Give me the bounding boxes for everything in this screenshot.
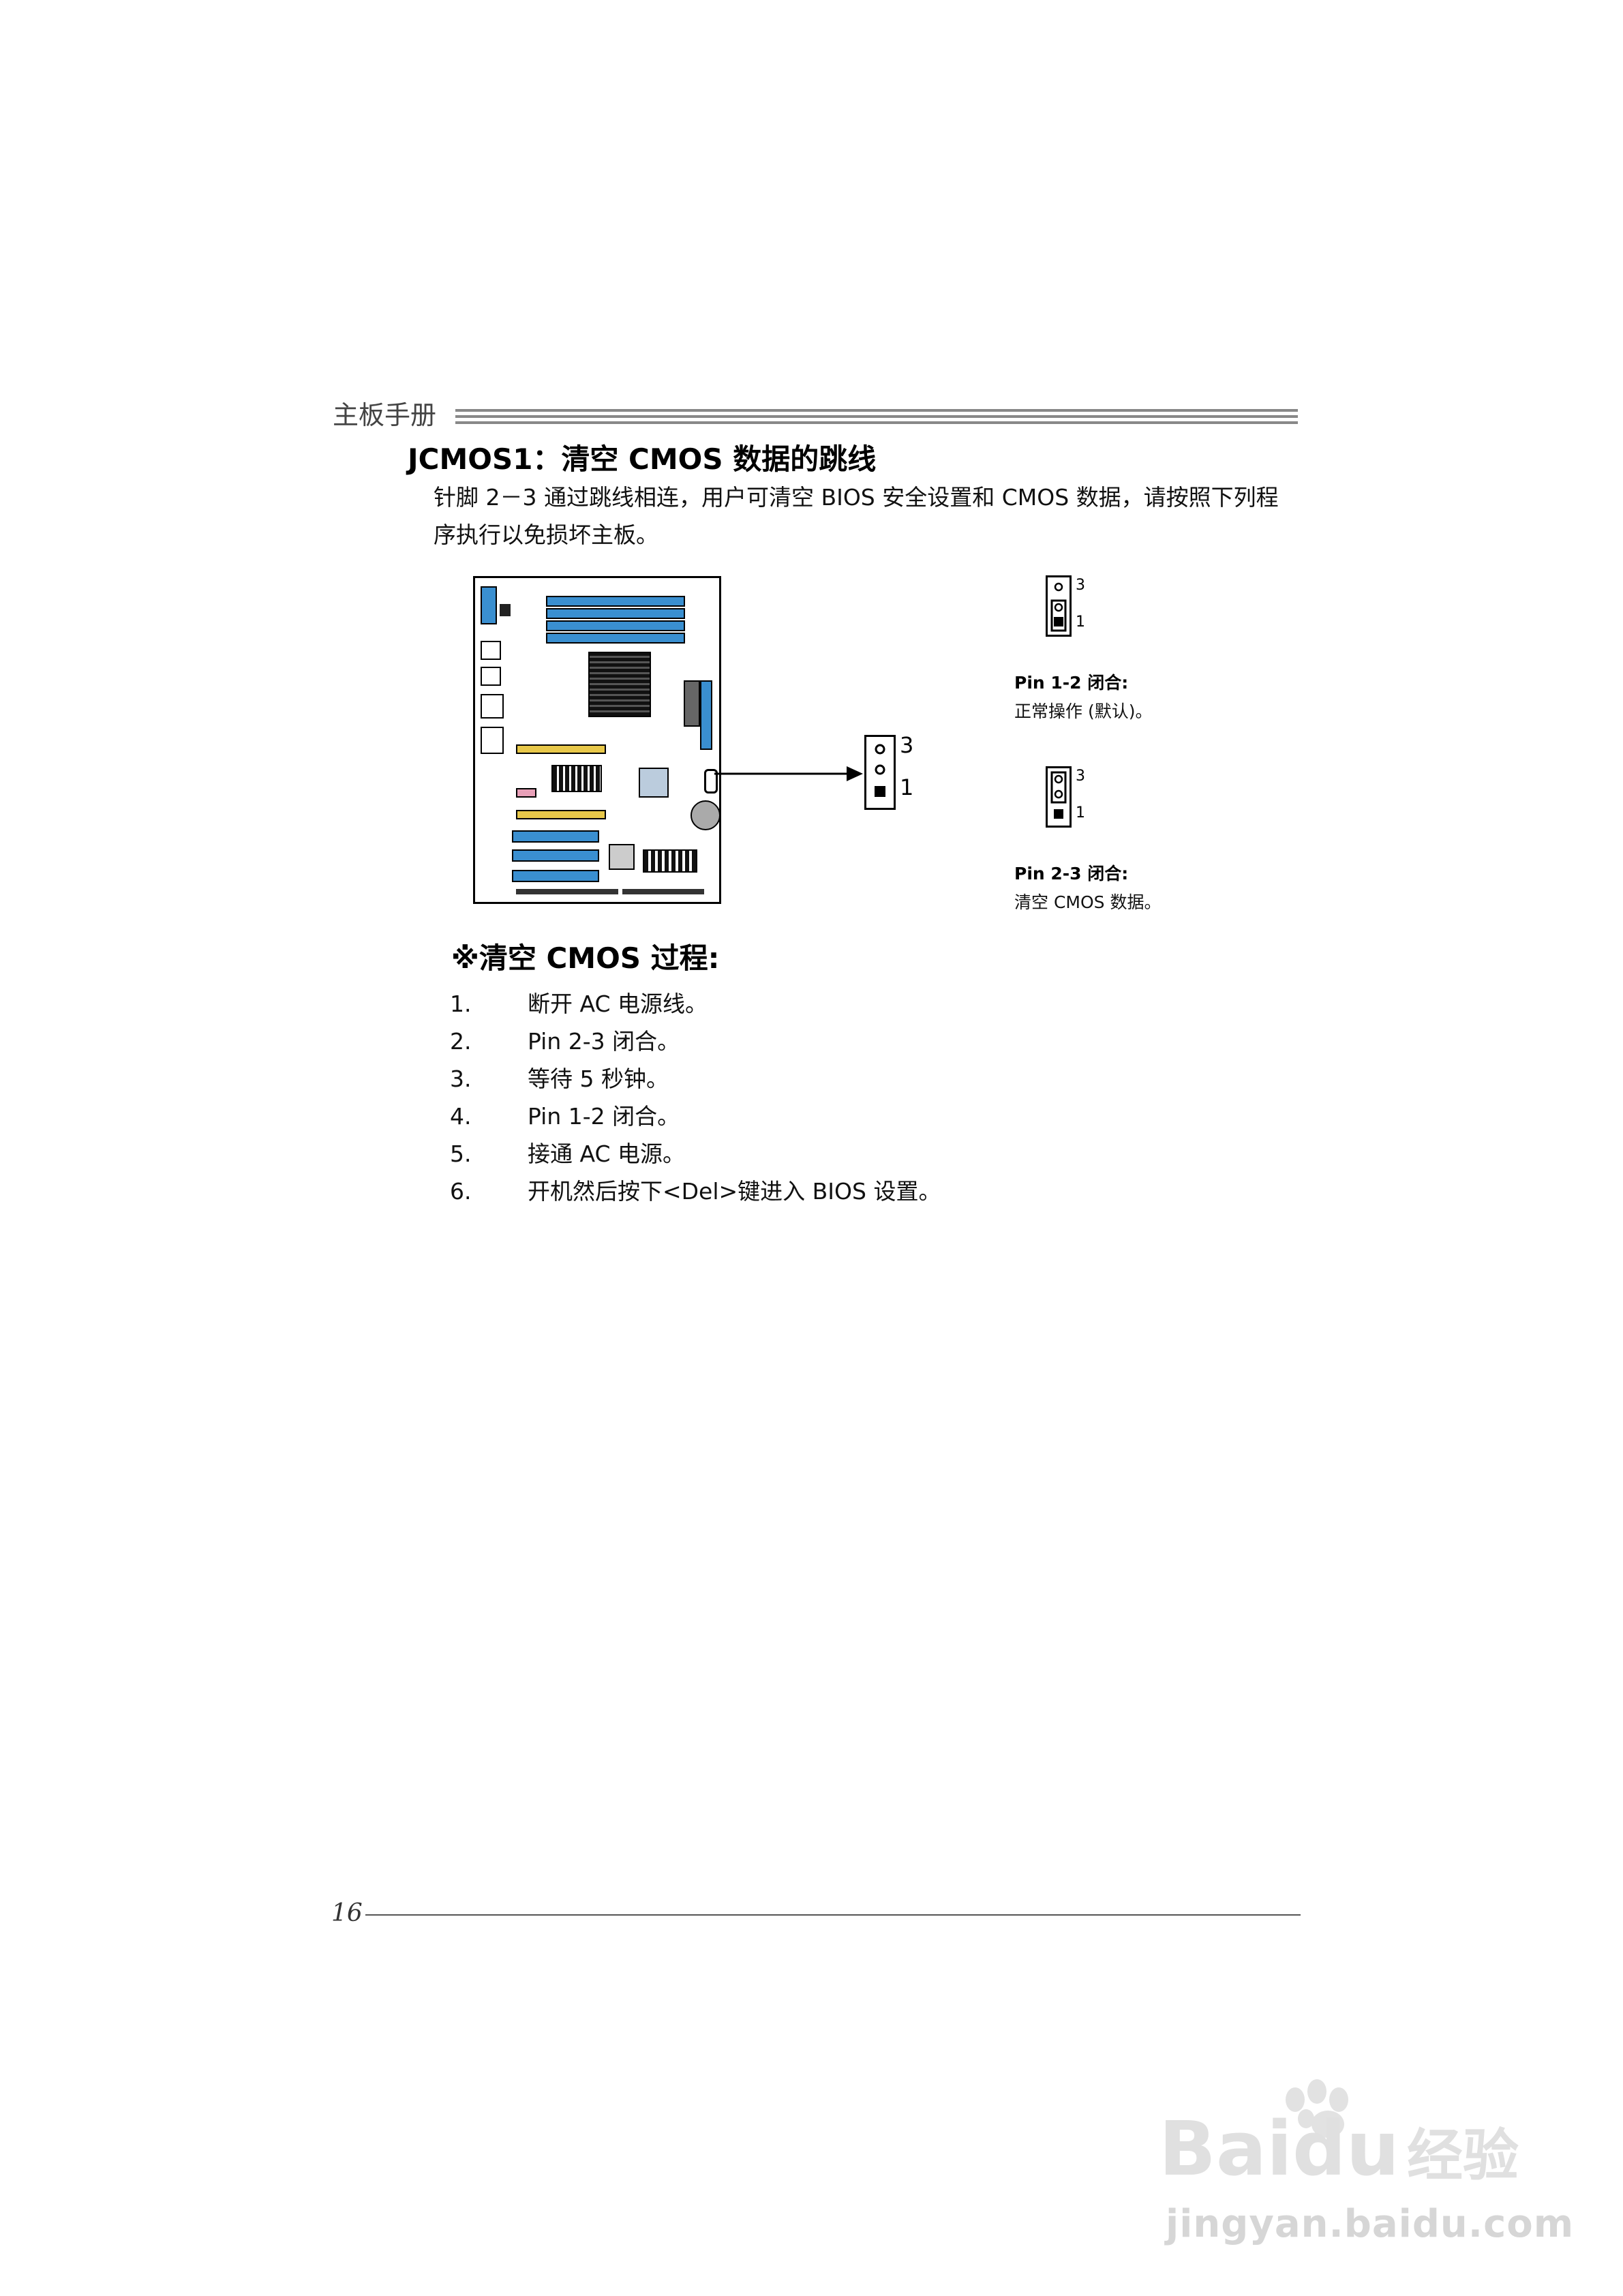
pcie-slot xyxy=(512,849,599,862)
chip xyxy=(551,765,602,792)
watermark-url: jingyan.baidu.com xyxy=(1166,2202,1575,2246)
state-title: Pin 2-3 闭合: xyxy=(1014,864,1129,883)
io-port xyxy=(481,727,504,754)
pointer-arrow xyxy=(714,766,863,781)
sata-connectors xyxy=(643,849,697,873)
jcmos1-jumper xyxy=(864,735,896,810)
io-port xyxy=(500,604,511,616)
pin-label-bottom: 1 xyxy=(1076,614,1085,631)
header-rule xyxy=(455,409,1298,424)
battery xyxy=(691,800,721,830)
step-number: 6. xyxy=(450,1178,472,1205)
pin-label-top: 3 xyxy=(1076,768,1085,785)
state-description: 正常操作 (默认)。 xyxy=(1014,701,1153,721)
svg-text:du: du xyxy=(1292,2105,1399,2192)
io-port xyxy=(481,667,501,686)
io-port xyxy=(481,694,504,719)
procedure-title: ※清空 CMOS 过程: xyxy=(451,941,720,975)
procedure-step: 3. 等待 5 秒钟。 xyxy=(450,1061,669,1093)
procedure-step: 6. 开机然后按下<Del>键进入 BIOS 设置。 xyxy=(450,1173,941,1206)
procedure-step: 2. Pin 2-3 闭合。 xyxy=(450,1023,680,1056)
step-number: 3. xyxy=(450,1066,472,1092)
memory-slot xyxy=(546,620,685,631)
procedure-step: 5. 接通 AC 电源。 xyxy=(450,1136,685,1168)
jcmos1-location xyxy=(704,769,718,794)
step-number: 4. xyxy=(450,1103,472,1130)
chipset xyxy=(639,768,669,798)
state-title: Pin 1-2 闭合: xyxy=(1014,673,1129,693)
front-panel-header xyxy=(622,889,704,894)
pin-label-top: 3 xyxy=(900,732,914,758)
step-text: Pin 1-2 闭合。 xyxy=(528,1103,680,1130)
jumper-clear xyxy=(1046,766,1072,828)
section-title: JCMOS1：清空 CMOS 数据的跳线 xyxy=(408,442,877,476)
power-connector xyxy=(684,680,700,727)
io-port xyxy=(481,586,497,624)
pin-label-bottom: 1 xyxy=(1076,804,1085,821)
step-text: 接通 AC 电源。 xyxy=(528,1141,686,1167)
step-text: 等待 5 秒钟。 xyxy=(528,1066,669,1092)
procedure-step: 4. Pin 1-2 闭合。 xyxy=(450,1098,680,1131)
memory-slot xyxy=(546,596,685,607)
step-text: 断开 AC 电源线。 xyxy=(528,991,708,1017)
baidu-watermark-logo: Bai du 经验 xyxy=(1159,2079,1519,2192)
pci-slot xyxy=(516,788,536,798)
footer-rule xyxy=(365,1914,1301,1916)
cpu-socket xyxy=(588,652,651,717)
state-description: 清空 CMOS 数据。 xyxy=(1014,892,1162,912)
step-number: 1. xyxy=(450,991,472,1017)
step-text: Pin 2-3 闭合。 xyxy=(528,1028,680,1055)
chip xyxy=(609,844,635,870)
step-number: 2. xyxy=(450,1028,472,1055)
step-number: 5. xyxy=(450,1141,472,1167)
procedure-step: 1. 断开 AC 电源线。 xyxy=(450,986,708,1018)
pin-label-bottom: 1 xyxy=(900,774,914,800)
pin-label-top: 3 xyxy=(1076,577,1085,594)
memory-slot xyxy=(546,608,685,619)
pcie-slot xyxy=(512,830,599,843)
pci-slot xyxy=(516,744,606,754)
pcie-slot xyxy=(512,870,599,882)
svg-text:Bai: Bai xyxy=(1159,2105,1292,2192)
section-intro: 针脚 2－3 通过跳线相连，用户可清空 BIOS 安全设置和 CMOS 数据，请… xyxy=(434,484,1279,548)
svg-text:经验: 经验 xyxy=(1407,2124,1519,2188)
io-port xyxy=(481,641,501,660)
jumper-normal xyxy=(1046,575,1072,637)
ide-connector xyxy=(700,680,712,750)
motherboard-diagram xyxy=(473,576,721,904)
memory-slot xyxy=(546,633,685,644)
pci-slot xyxy=(516,810,606,819)
page-number: 16 xyxy=(331,1899,363,1927)
front-panel-header xyxy=(516,889,618,894)
step-text: 开机然后按下<Del>键进入 BIOS 设置。 xyxy=(528,1178,941,1205)
header-label: 主板手册 xyxy=(333,400,437,430)
